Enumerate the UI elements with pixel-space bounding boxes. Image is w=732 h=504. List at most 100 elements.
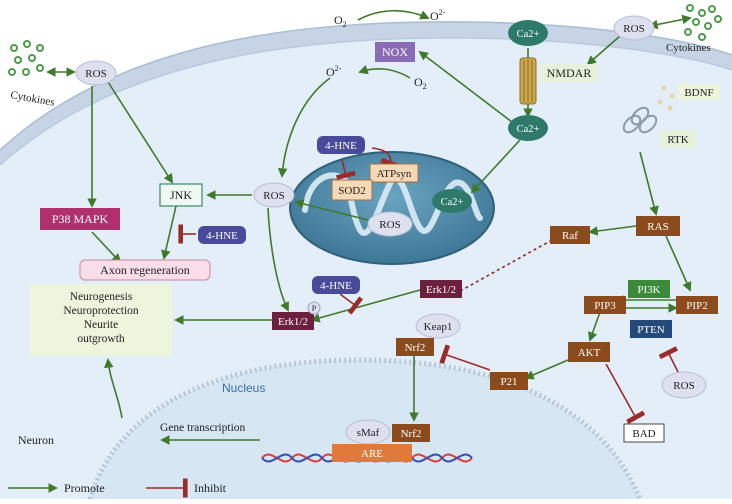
nrf2-upper-label: Nrf2 (405, 342, 426, 354)
erk-lower-label: Erk1/2 (278, 316, 308, 328)
phospho-mark (307, 301, 321, 315)
raf-label: Raf (562, 230, 578, 242)
ras-label: RAS (647, 221, 668, 233)
bad-box (623, 423, 665, 443)
akt-label: AKT (578, 347, 601, 359)
superoxide-top-label: O2- (430, 8, 446, 23)
legend-promote-label: Promote (64, 481, 105, 495)
ca-mid-label: Ca2+ (517, 124, 540, 135)
arrow-ca-to-mito (470, 139, 521, 194)
rtk-box (660, 130, 696, 148)
bdnf-icon (657, 85, 675, 111)
neuro-label-3: Neurite (84, 319, 118, 331)
nmdar-box (540, 64, 598, 82)
ca-mid-oval (508, 115, 548, 141)
arrow-erk-upper-to-erk-lower (310, 289, 421, 323)
cytokines-right-label: Cytokines (666, 42, 711, 54)
are-box (332, 444, 412, 462)
neuro-label-4: outgrowth (77, 333, 125, 345)
ros-center-oval (253, 182, 295, 208)
bad-label: BAD (632, 428, 655, 440)
arrow-jnk-to-axon (161, 205, 177, 260)
arrow-nucleus-to-neuro (103, 358, 123, 419)
arrow-ros-to-nmdar (586, 35, 621, 66)
sod2-label: SOD2 (338, 185, 366, 197)
arrow-akt-to-p21 (524, 359, 569, 380)
superoxide-mid-label: O2- (326, 64, 342, 79)
cytokines-right-icon (684, 4, 722, 41)
ros-mito-oval (367, 211, 413, 237)
p38-label: P38 MAPK (52, 212, 109, 226)
legend: Promote Inhibit (8, 478, 227, 498)
pi3k-box (628, 280, 670, 298)
inhibit-hne-erk (339, 293, 364, 315)
bdnf-box (678, 84, 720, 100)
hne-left-box (198, 226, 246, 244)
nrf2-upper-box (396, 338, 434, 356)
sod2-box (331, 179, 373, 201)
arrow-ros-to-jnk (107, 81, 174, 184)
akt-box (568, 342, 610, 362)
pip3-label: PIP3 (594, 300, 616, 312)
erk-lower-box (272, 312, 314, 330)
arrow-superoxide-to-ros (277, 77, 331, 178)
arrow-raf-to-erk-dotted (461, 239, 553, 291)
p21-label: P21 (500, 376, 517, 388)
pi3k-label: PI3K (637, 284, 660, 296)
ca-mito-label: Ca2+ (441, 197, 464, 208)
keap1-oval (415, 313, 461, 339)
inhibit-hne-atpsyn (371, 147, 401, 169)
ros-topright-label: ROS (623, 23, 644, 35)
hne-mito-box (317, 136, 365, 154)
nox-box (375, 42, 415, 62)
ros-topleft-oval (75, 60, 117, 86)
ros-center-label: ROS (263, 190, 284, 202)
cytokines-left-icon (8, 40, 44, 76)
axon-label: Axon regeneration (100, 263, 190, 277)
arrows (46, 9, 692, 445)
arrow-pip3-to-akt (588, 311, 601, 342)
axon-box (79, 259, 211, 281)
phospho-label: P (312, 304, 317, 313)
ros-bottomright-oval (661, 371, 707, 399)
arrow-ros-mito-to-ros (294, 199, 369, 221)
rtk-receptor-icon (622, 106, 658, 134)
inhibit-akt-bad (605, 363, 646, 425)
neuron-label: Neuron (18, 433, 54, 447)
inhibit-p21-nrf2 (439, 344, 491, 371)
o2-top-label: O2 (334, 13, 347, 29)
neuro-box (30, 284, 172, 356)
nucleus-label: Nucleus (222, 381, 265, 395)
rtk-label: RTK (667, 134, 688, 146)
hne-left-label: 4-HNE (206, 230, 238, 242)
erk-upper-label: Erk1/2 (426, 284, 456, 296)
arrow-ros-to-erk (267, 207, 289, 312)
arrow-ras-to-raf (588, 225, 637, 236)
cytokines-left-label: Cytokines (9, 89, 55, 109)
erk-upper-box (420, 280, 462, 298)
pip3-box (584, 296, 626, 314)
inhibit-hne-sod2 (335, 159, 356, 180)
neuro-label-1: Neurogenesis (70, 291, 133, 303)
bdnf-label: BDNF (684, 87, 713, 99)
legend-inhibit-label: Inhibit (194, 481, 227, 495)
p38-box (40, 208, 120, 230)
nmdar-receptor-icon (519, 57, 537, 105)
nmdar-label: NMDAR (547, 66, 592, 80)
ros-bottomright-label: ROS (673, 380, 694, 392)
pip2-label: PIP2 (686, 300, 707, 312)
pten-label: PTEN (637, 324, 665, 336)
ca-top-oval (508, 20, 548, 46)
arrow-ras-to-pip2 (665, 235, 692, 292)
atpsyn-label: ATPsyn (377, 168, 412, 180)
hne-bottom-box (312, 276, 360, 294)
raf-box (550, 226, 590, 244)
nrf2-lower-label: Nrf2 (401, 428, 422, 440)
o2-mid-label: O2 (414, 75, 427, 91)
arrow-o2-to-superoxide-mid (358, 65, 411, 79)
p21-box (490, 372, 528, 390)
atpsyn-box (369, 163, 419, 183)
are-label: ARE (361, 448, 383, 460)
